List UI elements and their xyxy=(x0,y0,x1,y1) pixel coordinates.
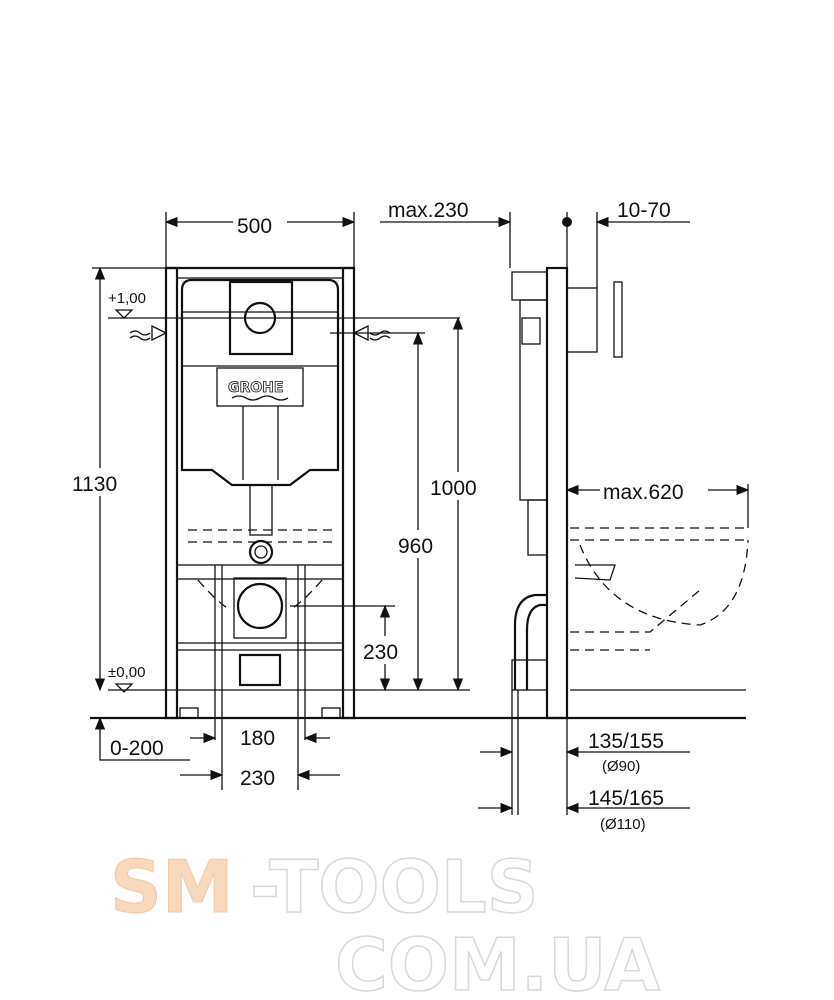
front-frame xyxy=(164,266,356,720)
level-zero: ±0,00 xyxy=(108,664,145,681)
watermark-com-ua: COM.UA xyxy=(335,923,660,1000)
level-plus-1: +1,00 xyxy=(108,290,146,307)
dim-height-230: 230 xyxy=(363,641,398,664)
dim-range-0-200: 0-200 xyxy=(110,737,164,760)
dim-max-620: max.620 xyxy=(603,481,684,504)
dim-range-10-70: 10-70 xyxy=(617,199,671,222)
dim-height-1130: 1130 xyxy=(72,473,117,496)
dim-height-960: 960 xyxy=(398,535,433,558)
dim-width-500: 500 xyxy=(237,215,272,238)
watermark-sm: SM xyxy=(110,845,234,929)
dim-pipe-d90: (Ø90) xyxy=(602,758,640,775)
dim-pipe-135-155: 135/155 xyxy=(588,730,664,753)
dim-pipe-145-165: 145/165 xyxy=(588,787,664,810)
dim-width-230: 230 xyxy=(240,767,275,790)
dim-width-180: 180 xyxy=(240,727,275,750)
watermark-tools: -TOOLS xyxy=(250,845,539,929)
dim-height-1000: 1000 xyxy=(430,477,477,500)
dim-max-230: max.230 xyxy=(388,199,469,222)
dim-pipe-d110: (Ø110) xyxy=(600,816,646,833)
cistern: GROHE xyxy=(180,278,340,687)
grohe-logo: GROHE xyxy=(228,380,283,396)
watermark: SM -TOOLS COM.UA xyxy=(110,844,662,1000)
